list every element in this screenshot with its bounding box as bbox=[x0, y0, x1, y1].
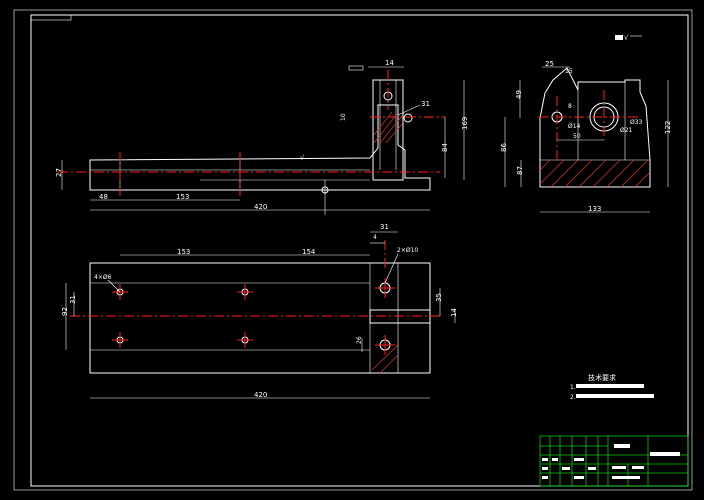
svg-text:4: 4 bbox=[373, 234, 377, 241]
top-view: 153 154 31 4 4×Ø6 2×Ø10 92 31 35 14 26 4… bbox=[61, 223, 458, 399]
svg-text:133: 133 bbox=[588, 205, 601, 213]
svg-text:49: 49 bbox=[515, 90, 523, 99]
svg-text:1.: 1. bbox=[570, 384, 576, 391]
svg-text:48: 48 bbox=[99, 193, 108, 201]
svg-text:153: 153 bbox=[176, 193, 189, 201]
svg-text:86: 86 bbox=[500, 143, 508, 152]
svg-text:420: 420 bbox=[254, 391, 267, 399]
svg-text:31: 31 bbox=[421, 100, 430, 108]
svg-text:15: 15 bbox=[565, 68, 573, 75]
svg-text:2×Ø10: 2×Ø10 bbox=[397, 247, 418, 254]
svg-text:420: 420 bbox=[254, 203, 267, 211]
svg-text:14: 14 bbox=[385, 59, 394, 67]
svg-text:31: 31 bbox=[69, 295, 77, 304]
svg-text:√: √ bbox=[300, 154, 305, 162]
svg-text:Ø21: Ø21 bbox=[620, 127, 633, 134]
outer-border bbox=[13, 9, 693, 491]
svg-text:10: 10 bbox=[340, 113, 347, 121]
front-view: 27 48 153 420 14 31 84 169 √ 10 bbox=[55, 59, 469, 215]
title-block-fills bbox=[542, 444, 680, 479]
svg-text:153: 153 bbox=[177, 248, 190, 256]
svg-text:122: 122 bbox=[664, 121, 672, 134]
svg-text:84: 84 bbox=[441, 143, 449, 152]
top-left-tag bbox=[30, 14, 72, 21]
svg-text:35: 35 bbox=[435, 293, 443, 302]
svg-text:50: 50 bbox=[573, 133, 581, 140]
roughness-note: √ bbox=[615, 34, 642, 42]
svg-text:Ø14: Ø14 bbox=[568, 123, 581, 130]
svg-text:169: 169 bbox=[461, 117, 469, 130]
svg-text:26: 26 bbox=[356, 336, 363, 344]
svg-text:Ø33: Ø33 bbox=[630, 119, 643, 126]
svg-text:√: √ bbox=[624, 34, 629, 42]
svg-text:4×Ø6: 4×Ø6 bbox=[94, 274, 112, 281]
title-block bbox=[539, 435, 689, 487]
notes-heading: 技术要求 bbox=[588, 373, 616, 382]
svg-text:27: 27 bbox=[55, 168, 63, 177]
technical-notes: 技术要求 1. 2. bbox=[570, 373, 654, 401]
side-view: 25 15 49 8 Ø14 50 Ø21 Ø33 86 87 122 133 bbox=[500, 60, 672, 213]
svg-text:92: 92 bbox=[61, 307, 69, 316]
svg-text:25: 25 bbox=[545, 60, 554, 68]
inner-border bbox=[30, 14, 689, 487]
svg-text:2.: 2. bbox=[570, 394, 576, 401]
svg-text:8: 8 bbox=[568, 103, 572, 110]
svg-text:87: 87 bbox=[516, 166, 524, 175]
svg-text:154: 154 bbox=[302, 248, 316, 256]
svg-text:31: 31 bbox=[380, 223, 389, 231]
svg-text:14: 14 bbox=[450, 308, 458, 317]
